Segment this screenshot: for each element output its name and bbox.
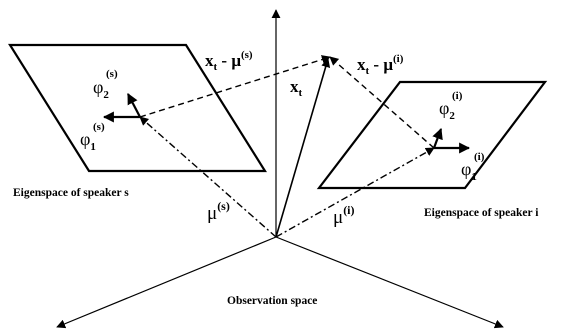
caption-eigenspace-i: Eigenspace of speaker i bbox=[424, 207, 539, 219]
label-mu-i: μ(i) bbox=[333, 203, 355, 228]
observation-axes bbox=[56, 9, 504, 329]
eigenspace-plane-s bbox=[8, 43, 267, 173]
label-xt: xt bbox=[290, 77, 303, 99]
label-phi-s-1: φ1 bbox=[80, 129, 96, 153]
caption-eigenspace-s: Eigenspace of speaker s bbox=[13, 187, 129, 199]
caption-observation-space: Observation space bbox=[227, 295, 317, 307]
axis-right bbox=[275, 236, 504, 329]
label-phi-s-1-sup: (s) bbox=[93, 121, 105, 133]
label-xt-minus-mu-i: xt - μ(i) bbox=[357, 53, 404, 77]
label-phi-i-1-sup: (i) bbox=[474, 151, 485, 163]
xt-minus-mu-s-vector bbox=[139, 55, 331, 118]
label-xt-minus-mu-s: xt - μ(s) bbox=[205, 49, 253, 73]
label-phi-i-2: φ2 bbox=[439, 98, 455, 122]
label-phi-i-1: φ1 bbox=[461, 159, 477, 183]
eigenspace-plane-i bbox=[316, 80, 548, 190]
mu-s-vector bbox=[139, 116, 277, 238]
axis-left bbox=[56, 236, 277, 329]
phi-i-2-arrow bbox=[432, 127, 443, 149]
label-phi-s-2: φ2 bbox=[93, 77, 109, 101]
phi-s-2-arrow bbox=[127, 93, 141, 118]
label-phi-s-2-sup: (s) bbox=[106, 68, 118, 80]
label-mu-s: μ(s) bbox=[207, 199, 230, 224]
xt-minus-mu-i-vector bbox=[329, 56, 435, 149]
mu-i-vector bbox=[275, 147, 435, 238]
xt-vector bbox=[275, 58, 331, 238]
label-phi-i-2-sup: (i) bbox=[452, 90, 463, 102]
